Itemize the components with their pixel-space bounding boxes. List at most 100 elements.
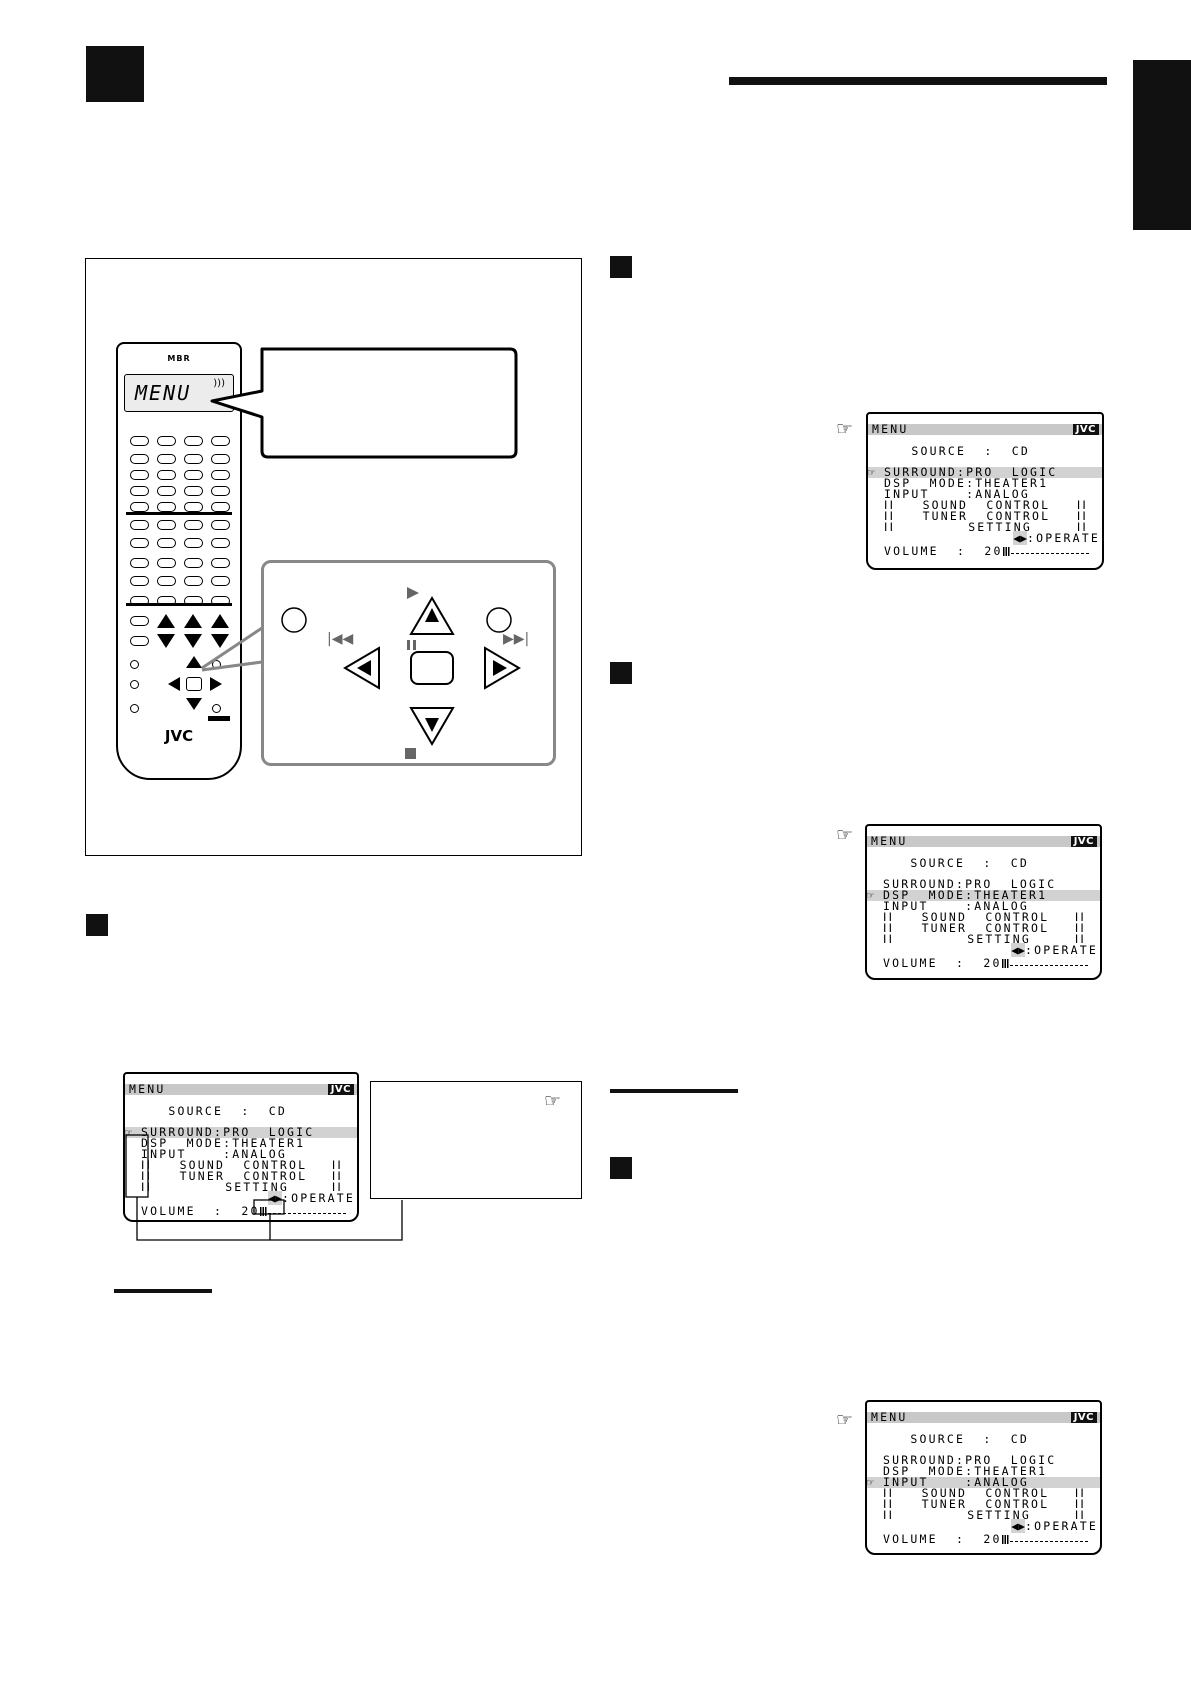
remote-display-text: MENU [135,381,192,405]
osd-row-text: INPUT :ANALOG [883,1475,1029,1489]
osd-surround-row: ☞ SURROUND:PRO LOGIC [868,465,1102,479]
remote-key [157,502,176,512]
transmit-icon: ))) [213,378,225,389]
remote-key [211,486,230,496]
osd-title-text: MENU [129,1082,166,1096]
zoom-connector [201,626,263,672]
pointer-icon: ☞ [543,1090,561,1112]
remote-key [211,470,230,480]
remote-key [157,520,176,530]
osd-title-text: MENU [872,422,909,436]
osd-row-marks-right: ⅠⅠ [1076,498,1088,512]
osd-row-marks: ⅠⅠ [883,910,895,924]
osd-input-row: INPUT :ANALOG [868,488,1102,500]
osd-row-text: DSP MODE:THEATER1 [141,1136,306,1150]
osd-row-text: SOUND CONTROL [921,910,1050,924]
osd-row-text: DSP MODE:THEATER1 [884,476,1049,490]
osd-row-marks: ⅠⅠ [883,932,895,946]
step-marker-left [86,914,108,936]
osd-row-text: SOURCE : CD [911,444,1030,458]
remote-key [130,520,149,530]
osd-row-text: SURROUND:PRO LOGIC [141,1125,315,1139]
osd-source-row: SOURCE : CD [867,1433,1100,1445]
osd-row-marks: ⅠⅠ [883,1508,895,1522]
remote-key [130,502,149,512]
osd-row-marks-right: ⅠⅠ [1074,1497,1086,1511]
display-callout [210,347,518,459]
pointer-cursor-icon: ☞ [125,1125,135,1139]
svg-text:|◀◀: |◀◀ [327,631,353,647]
osd-dsp-row: DSP MODE:THEATER1 [868,476,1102,490]
osd-row-marks: ⅠⅠ [884,520,896,534]
remote-key [184,454,203,464]
osd-brand: JVC [1070,836,1097,847]
osd-row-marks: ⅠⅠ [883,1497,895,1511]
osd-row-marks-right: ⅠⅠ [1074,1508,1086,1522]
osd-row-marks-right: ⅠⅠ [1076,509,1088,523]
remote-key [184,520,203,530]
keypad-zoom-art: |◀◀ ▶▶| [281,587,529,759]
remote-divider-2 [126,603,232,606]
osd-row-text: SETTING [225,1180,290,1194]
osd-title-text: MENU [871,834,908,848]
osd-row-marks: ⅠⅠ [883,1486,895,1500]
remote-key [184,502,203,512]
remote-top-label: MBR [167,354,191,363]
osd-source-row: SOURCE : CD [868,444,1102,458]
osd-row-text: SURROUND:PRO LOGIC [884,465,1058,479]
volume-scale [1009,1541,1088,1542]
osd-row-text: TUNER CONTROL [921,921,1050,935]
remote-key [184,576,203,586]
osd-source-row: SOURCE : CD [867,857,1100,869]
osd-surround-row: SURROUND:PRO LOGIC [867,1454,1100,1466]
osd-row-marks: ⅠⅠ [884,509,896,523]
osd-row-marks: ⅠⅠ [141,1169,153,1183]
osd-row-marks: ⅠⅠ [141,1158,153,1172]
osd-volume-row: VOLUME : 20 [867,1532,1100,1546]
osd-operate-text: :OPERATE [282,1191,355,1205]
remote-key [157,538,176,548]
volume-scale [1010,553,1089,554]
osd-row-text: SETTING [967,932,1032,946]
osd-dsp-row: DSP MODE:THEATER1 [867,1465,1100,1477]
up-triangle-icon [409,596,455,635]
remote-key [184,538,203,548]
remote-divider-1 [126,512,232,515]
pointer-cursor-icon: ☞ [868,465,878,479]
osd-row-text: INPUT :ANALOG [141,1147,287,1161]
osd-row-text: DSP MODE:THEATER1 [883,888,1048,902]
osd-brand: JVC [1072,424,1099,435]
osd-row-text: INPUT :ANALOG [883,899,1029,913]
header-rule [729,77,1107,85]
osd-surround-row: SURROUND:PRO LOGIC [867,878,1100,890]
volume-bar-icon [1002,547,1011,556]
osd-brand: JVC [1070,1412,1097,1423]
remote-key [157,576,176,586]
osd-row-marks-right: ⅠⅠ [331,1169,343,1183]
svg-text:▶▶|: ▶▶| [503,631,529,647]
osd-volume-row: VOLUME : 20 [125,1205,357,1217]
osd-volume-row: VOLUME : 20 [867,956,1100,970]
osd-volume-text: VOLUME : 20 [883,956,1002,970]
remote-round-key [130,660,139,669]
osd-row-marks-right: ⅠⅠ [331,1180,343,1194]
osd-volume-text: VOLUME : 20 [883,1532,1002,1546]
osd-row-marks: ⅠⅠ [883,921,895,935]
remote-arrow-key [157,634,175,648]
remote-keypad-up [186,656,202,668]
osd-row-text: TUNER CONTROL [921,1497,1050,1511]
remote-arrow-key [184,634,202,648]
osd-operate-text: :OPERATE [1025,943,1098,957]
remote-lcd-display: MENU ))) [124,374,234,412]
remote-key [157,454,176,464]
